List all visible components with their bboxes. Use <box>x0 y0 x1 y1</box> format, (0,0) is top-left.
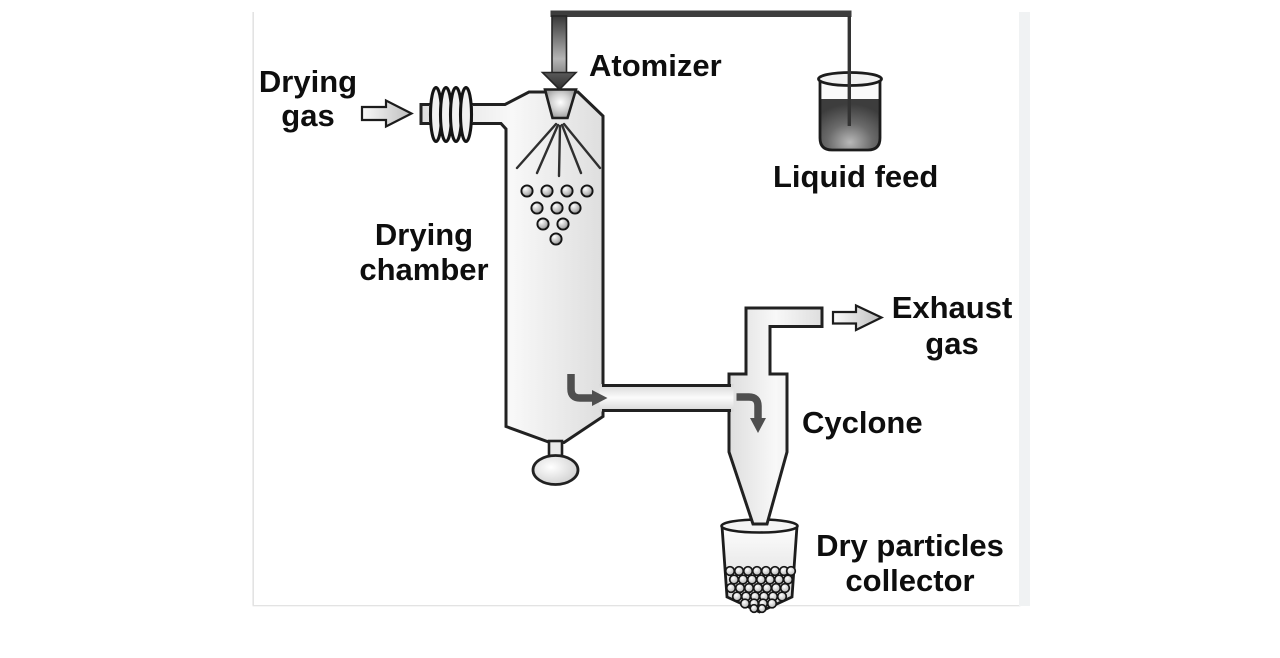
collected-particles <box>724 565 797 614</box>
label-dry-particles-collector: Dry particles collector <box>800 528 1020 598</box>
label-drying-gas: Drying gas <box>250 65 366 133</box>
label-exhaust-gas-line2: gas <box>925 326 979 361</box>
label-liquid-feed: Liquid feed <box>773 159 939 194</box>
curved-right-arrow-icon <box>567 374 608 406</box>
collector-cup <box>720 518 799 614</box>
label-collector-line1: Dry particles <box>816 528 1004 563</box>
heater-coil-icon <box>428 85 474 144</box>
label-drying-gas-line2: gas <box>281 98 335 133</box>
cyclone-vessel <box>727 306 824 526</box>
label-drying-gas-line1: Drying <box>258 64 358 99</box>
label-exhaust-gas: Exhaust gas <box>882 290 1022 362</box>
feed-down-arrow-icon <box>540 15 578 91</box>
drying-chamber-vessel <box>419 90 605 444</box>
feed-pipe <box>550 10 852 126</box>
atomizer-nozzle <box>543 88 578 120</box>
label-drying-chamber-line2: chamber <box>359 252 489 287</box>
label-drying-chamber-line1: Drying <box>374 217 474 252</box>
label-atomizer: Atomizer <box>589 48 722 83</box>
label-drying-chamber: Drying chamber <box>344 217 504 287</box>
drying-gas-arrow-icon <box>360 98 414 129</box>
label-collector-line2: collector <box>845 563 975 598</box>
outlet-duct <box>599 384 734 412</box>
curved-down-arrow-icon <box>736 393 766 433</box>
chamber-drain-bulb <box>531 439 580 486</box>
label-exhaust-gas-line1: Exhaust <box>891 290 1013 325</box>
page-edge <box>252 12 1030 607</box>
spray-lines <box>515 122 602 178</box>
spray-droplets <box>520 184 594 246</box>
exhaust-arrow-icon <box>831 303 885 332</box>
label-cyclone: Cyclone <box>802 405 923 440</box>
